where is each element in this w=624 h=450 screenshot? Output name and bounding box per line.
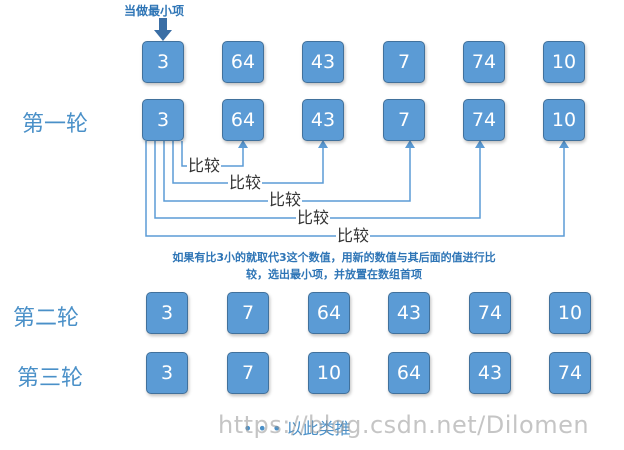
etc-text: • • • 以此类推 [243, 419, 351, 438]
round3-box-6: 74 [549, 352, 591, 394]
down-arrow-icon [154, 18, 172, 41]
initial-box-5: 74 [463, 41, 505, 83]
initial-box-6: 10 [543, 41, 585, 83]
round1-box-3: 43 [302, 99, 344, 141]
compare-label-4: 比较 [296, 208, 331, 227]
round3-box-3: 10 [308, 352, 350, 394]
note-line-2: 较，选出最小项，并放置在数组首项 [246, 268, 422, 281]
note-line-1: 如果有比3小的就取代3这个数值，用新的数值与其后面的值进行比 [172, 251, 496, 264]
compare-label-1: 比较 [187, 156, 222, 175]
round1-box-6: 10 [543, 99, 585, 141]
round1-box-1: 3 [142, 99, 184, 141]
initial-box-4: 7 [383, 41, 425, 83]
initial-box-3: 43 [302, 41, 344, 83]
round2-box-4: 43 [388, 292, 430, 334]
round3-label: 第三轮 [17, 366, 84, 391]
round3-box-1: 3 [146, 352, 188, 394]
initial-box-1: 3 [142, 41, 184, 83]
round3-box-5: 43 [469, 352, 511, 394]
connector-4 [154, 141, 481, 219]
round2-label: 第二轮 [13, 306, 80, 331]
round1-box-4: 7 [383, 99, 425, 141]
compare-label-3: 比较 [268, 190, 303, 209]
initial-box-2: 64 [222, 41, 264, 83]
top-label: 当做最小项 [124, 4, 185, 18]
compare-label-2: 比较 [228, 173, 263, 192]
explanation-note: 如果有比3小的就取代3这个数值，用新的数值与其后面的值进行比 较，选出最小项，并… [140, 249, 528, 283]
round1-box-2: 64 [222, 99, 264, 141]
round3-box-4: 64 [388, 352, 430, 394]
round1-label: 第一轮 [22, 112, 89, 137]
round2-box-5: 74 [469, 292, 511, 334]
round2-box-6: 10 [549, 292, 591, 334]
watermark: https://blog.csdn.net/Dilomen [218, 411, 590, 439]
round3-box-2: 7 [227, 352, 269, 394]
round2-box-1: 3 [146, 292, 188, 334]
compare-label-5: 比较 [336, 226, 371, 245]
round2-box-3: 64 [308, 292, 350, 334]
round1-box-5: 74 [463, 99, 505, 141]
round2-box-2: 7 [227, 292, 269, 334]
